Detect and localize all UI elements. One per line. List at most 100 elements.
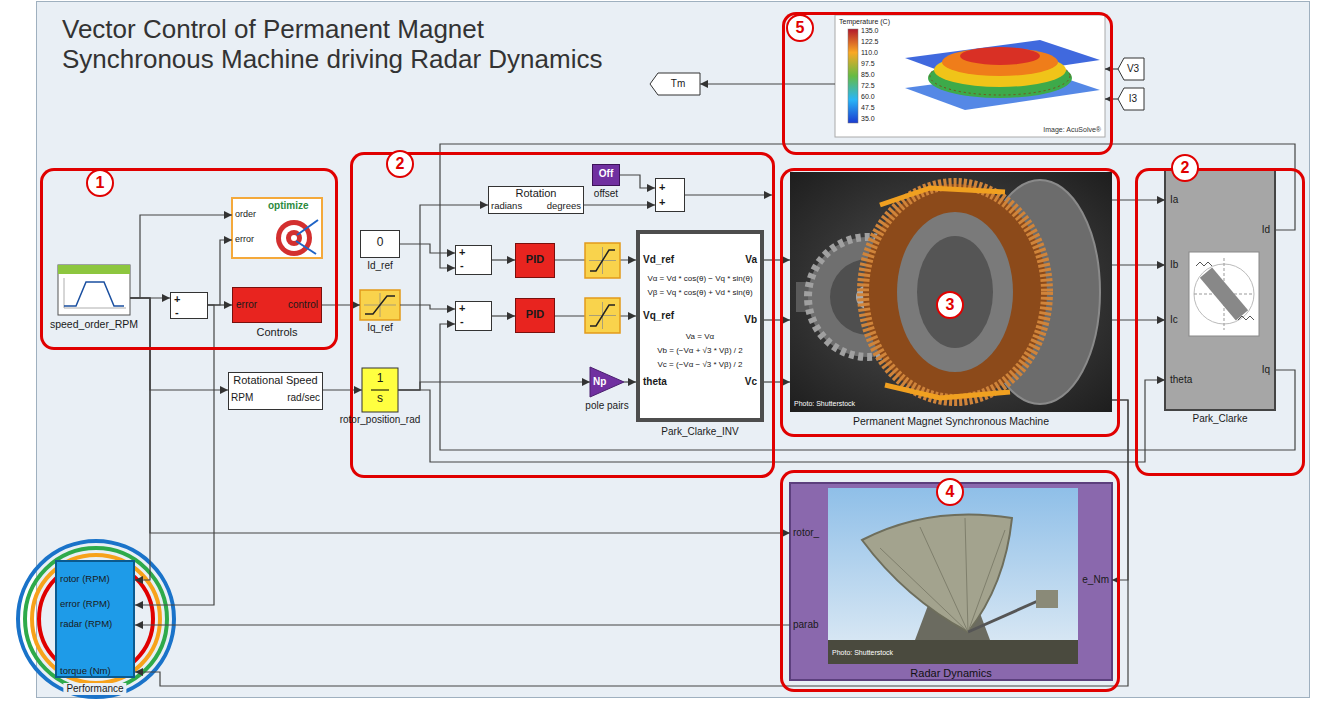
- gain-triangle: [590, 367, 624, 397]
- scope-block: rotor (RPM)error (RPM)radar (RPM)torque …: [55, 560, 135, 678]
- motor-photo: [808, 237, 928, 357]
- signal-wire: [208, 304, 232, 305]
- block-label: theta: [643, 376, 667, 388]
- highlight-rings: [25, 548, 167, 690]
- block-label: 0: [377, 236, 384, 250]
- signal-builder-icon: [64, 308, 126, 309]
- signal-wire: [764, 259, 790, 260]
- block-label: s: [377, 392, 383, 406]
- radar-photo: [828, 640, 1078, 664]
- block-label: Rotation: [516, 187, 557, 200]
- transform-diagram: [1194, 294, 1254, 295]
- callout-region: 2RotationradiansdegreesOffoffset++0Id_re…: [350, 152, 775, 478]
- thermal-image: [934, 53, 1066, 87]
- saturation-icon: [589, 260, 616, 261]
- callout-region: 2IaIbIcthetaIdIqPark_Clarke: [1135, 168, 1305, 476]
- from-tag: I3: [1118, 88, 1144, 110]
- block-label: Vb: [744, 314, 757, 326]
- saturation-icon: [380, 293, 381, 317]
- signal-wire: [1112, 319, 1165, 320]
- signal-wire: [322, 304, 360, 305]
- block-label: rad/sec: [287, 392, 320, 404]
- thermal-image: [960, 47, 1040, 65]
- block-label: error: [236, 299, 257, 311]
- optimizer-block: ordererroroptimize: [232, 198, 322, 258]
- motor-photo: [917, 236, 993, 348]
- block-label: Vd_ref: [643, 254, 674, 266]
- radar-photo: [828, 488, 1078, 664]
- motor-photo: [856, 285, 880, 309]
- block-label: radar (RPM): [60, 619, 112, 630]
- integrator-icon: [362, 368, 398, 412]
- transform-diagram: [1224, 258, 1225, 330]
- transform-diagram: [1165, 170, 1275, 410]
- block-label: +: [659, 181, 665, 194]
- signal-wire: [700, 83, 835, 84]
- saturation-icon: [585, 243, 620, 278]
- radar-photo: [915, 600, 990, 640]
- optimizer-icon: [296, 241, 316, 254]
- signal-wire: [398, 205, 488, 390]
- block-label: Va = Vα: [686, 332, 714, 341]
- transform-diagram: [1194, 264, 1254, 324]
- block-label: Photo: Shutterstock: [794, 400, 855, 408]
- block-label: PID: [526, 308, 544, 321]
- transform-block: Vd_refVq_refthetaVα = Vd * cos(θ) − Vq *…: [636, 230, 764, 422]
- highlight-rings: [32, 555, 160, 683]
- block-label: Controls: [257, 326, 298, 339]
- tag-shapes: [650, 73, 700, 95]
- callout-number: 4: [936, 478, 964, 506]
- callout-region: 5Temperature (C)135.0122.5110.097.585.07…: [782, 12, 1113, 155]
- block-label: -: [175, 306, 179, 319]
- block-label: PID: [526, 253, 544, 266]
- saturation-icon: [602, 247, 603, 274]
- block-label: +: [174, 293, 180, 306]
- highlight-rings: [18, 541, 174, 697]
- block-label: 85.0: [861, 71, 875, 79]
- signal-wire: [1105, 68, 1118, 69]
- block-label: Vα = Vd * cos(θ) − Vq * sin(θ): [647, 274, 752, 283]
- block-label: 47.5: [861, 104, 875, 112]
- diagram-title: Vector Control of Permanent Magnet Synch…: [62, 14, 622, 74]
- signal-wire: [1112, 400, 1128, 580]
- callout-region: 4rotor_parabe_NmRadar DynamicsPhoto: Shu…: [780, 470, 1120, 692]
- block-label: 72.5: [861, 82, 875, 90]
- thermal-image: [942, 48, 1058, 76]
- block-label: 35.0: [861, 115, 875, 123]
- signal-wire: [492, 259, 515, 260]
- signal-wire: [492, 315, 515, 316]
- block-label: e_Nm: [1082, 574, 1109, 586]
- block-label: Iq: [1262, 364, 1270, 376]
- block-label: Rotational Speed: [233, 374, 317, 387]
- radar-photo: [920, 527, 968, 632]
- block-label: Id: [1262, 224, 1270, 236]
- highlight-rings: [18, 541, 174, 697]
- block-label: optimize: [268, 200, 309, 212]
- thermal-image: [928, 58, 1072, 98]
- callout-region: 1speed_order_RPMordererroroptimize+-erro…: [40, 168, 338, 350]
- sum-block: +-: [170, 292, 208, 319]
- sum-block: +-: [455, 301, 492, 331]
- motor-photo: [790, 172, 1112, 412]
- saturation-icon: [585, 243, 620, 278]
- block-label: torque (Nm): [60, 666, 111, 677]
- block-label: Vc: [745, 376, 757, 388]
- callout-number: 2: [1171, 154, 1199, 182]
- signal-builder-block: speed_order_RPM: [58, 265, 130, 315]
- block-label: 1: [377, 372, 384, 386]
- signal-wire: [130, 215, 232, 298]
- block-label: rotor_position_rad: [340, 414, 421, 426]
- signal-wire: [1105, 98, 1118, 99]
- sum-block: ++: [655, 178, 685, 212]
- motor-photo: [830, 259, 906, 335]
- block-label: theta: [1170, 374, 1192, 386]
- radar-photo: [862, 514, 1012, 632]
- motor-photo: [980, 180, 1100, 404]
- block-label: Radar Dynamics: [910, 667, 991, 680]
- block-label: Park_Clarke_INV: [661, 426, 738, 438]
- optimizer-icon: [276, 220, 312, 256]
- block-label: rotor_: [793, 527, 819, 539]
- signal-wire: [323, 389, 362, 390]
- block-label: control: [288, 299, 318, 311]
- saturation-icon: [602, 302, 603, 329]
